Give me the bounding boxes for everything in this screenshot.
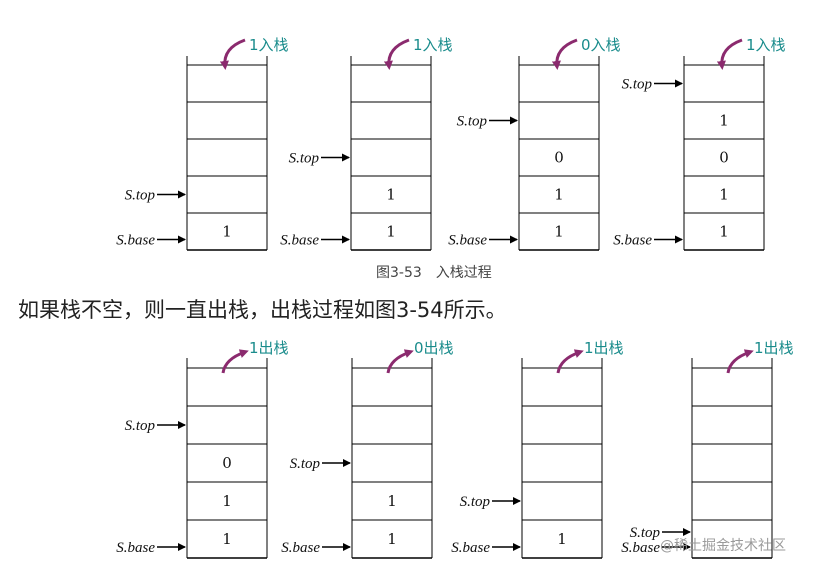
cell-value: 1 — [387, 492, 397, 510]
operation-arrow — [219, 38, 246, 70]
cell-value: 1 — [386, 186, 396, 204]
operation-arrow — [551, 38, 578, 70]
top-pointer-label: S.top — [290, 456, 321, 472]
base-pointer-label: S.base — [280, 233, 319, 249]
operation-label: 0入栈 — [581, 36, 621, 54]
cell-value: 1 — [554, 186, 564, 204]
paragraph-text: 如果栈不空，则一直出栈，出栈过程如图3-54所示。 — [18, 298, 507, 322]
operation-arrow — [221, 349, 249, 374]
top-pointer-label: S.top — [457, 114, 488, 130]
base-pointer-label: S.base — [448, 233, 487, 249]
operation-arrow — [716, 38, 743, 70]
cell-value: 0 — [222, 454, 232, 472]
operation-label: 1入栈 — [249, 36, 289, 54]
top-pointer-label: S.top — [125, 188, 156, 204]
watermark: @稀土掘金技术社区 — [660, 538, 786, 554]
top-pointer-label: S.top — [125, 418, 156, 434]
figure-caption: 图3-53 入栈过程 — [376, 265, 492, 281]
base-pointer-label: S.base — [613, 233, 652, 249]
push-figure: 1S.topS.base1入栈11S.topS.base1入栈011S.topS… — [116, 36, 786, 251]
operation-arrow — [383, 38, 410, 70]
operation-label: 0出栈 — [414, 339, 454, 357]
top-pointer-label: S.top — [289, 151, 320, 167]
cell-value: 0 — [719, 149, 729, 167]
operation-arrow — [726, 349, 754, 374]
cell-value: 1 — [557, 530, 567, 548]
cell-value: 1 — [719, 186, 729, 204]
operation-label: 1出栈 — [754, 339, 794, 357]
cell-value: 1 — [222, 530, 232, 548]
top-pointer-label: S.top — [622, 77, 653, 93]
cell-value: 1 — [719, 112, 729, 130]
cell-value: 1 — [222, 223, 232, 241]
operation-label: 1出栈 — [249, 339, 289, 357]
cell-value: 1 — [386, 223, 396, 241]
base-pointer-label: S.base — [116, 540, 155, 556]
cell-value: 0 — [554, 149, 564, 167]
base-pointer-label: S.base — [116, 233, 155, 249]
base-pointer-label: S.base — [451, 540, 490, 556]
cell-value: 1 — [222, 492, 232, 510]
operation-label: 1入栈 — [746, 36, 786, 54]
cell-value: 1 — [554, 223, 564, 241]
cell-value: 1 — [387, 530, 397, 548]
operation-arrow — [556, 349, 584, 374]
top-pointer-label: S.top — [460, 494, 491, 510]
base-pointer-label: S.base — [281, 540, 320, 556]
operation-label: 1出栈 — [584, 339, 624, 357]
operation-arrow — [386, 349, 414, 374]
operation-label: 1入栈 — [413, 36, 453, 54]
cell-value: 1 — [719, 223, 729, 241]
top-pointer-label: S.top — [630, 525, 661, 541]
pop-figure: 011S.topS.base1出栈11S.topS.base0出栈1S.topS… — [116, 339, 794, 559]
base-pointer-label: S.base — [621, 540, 660, 556]
